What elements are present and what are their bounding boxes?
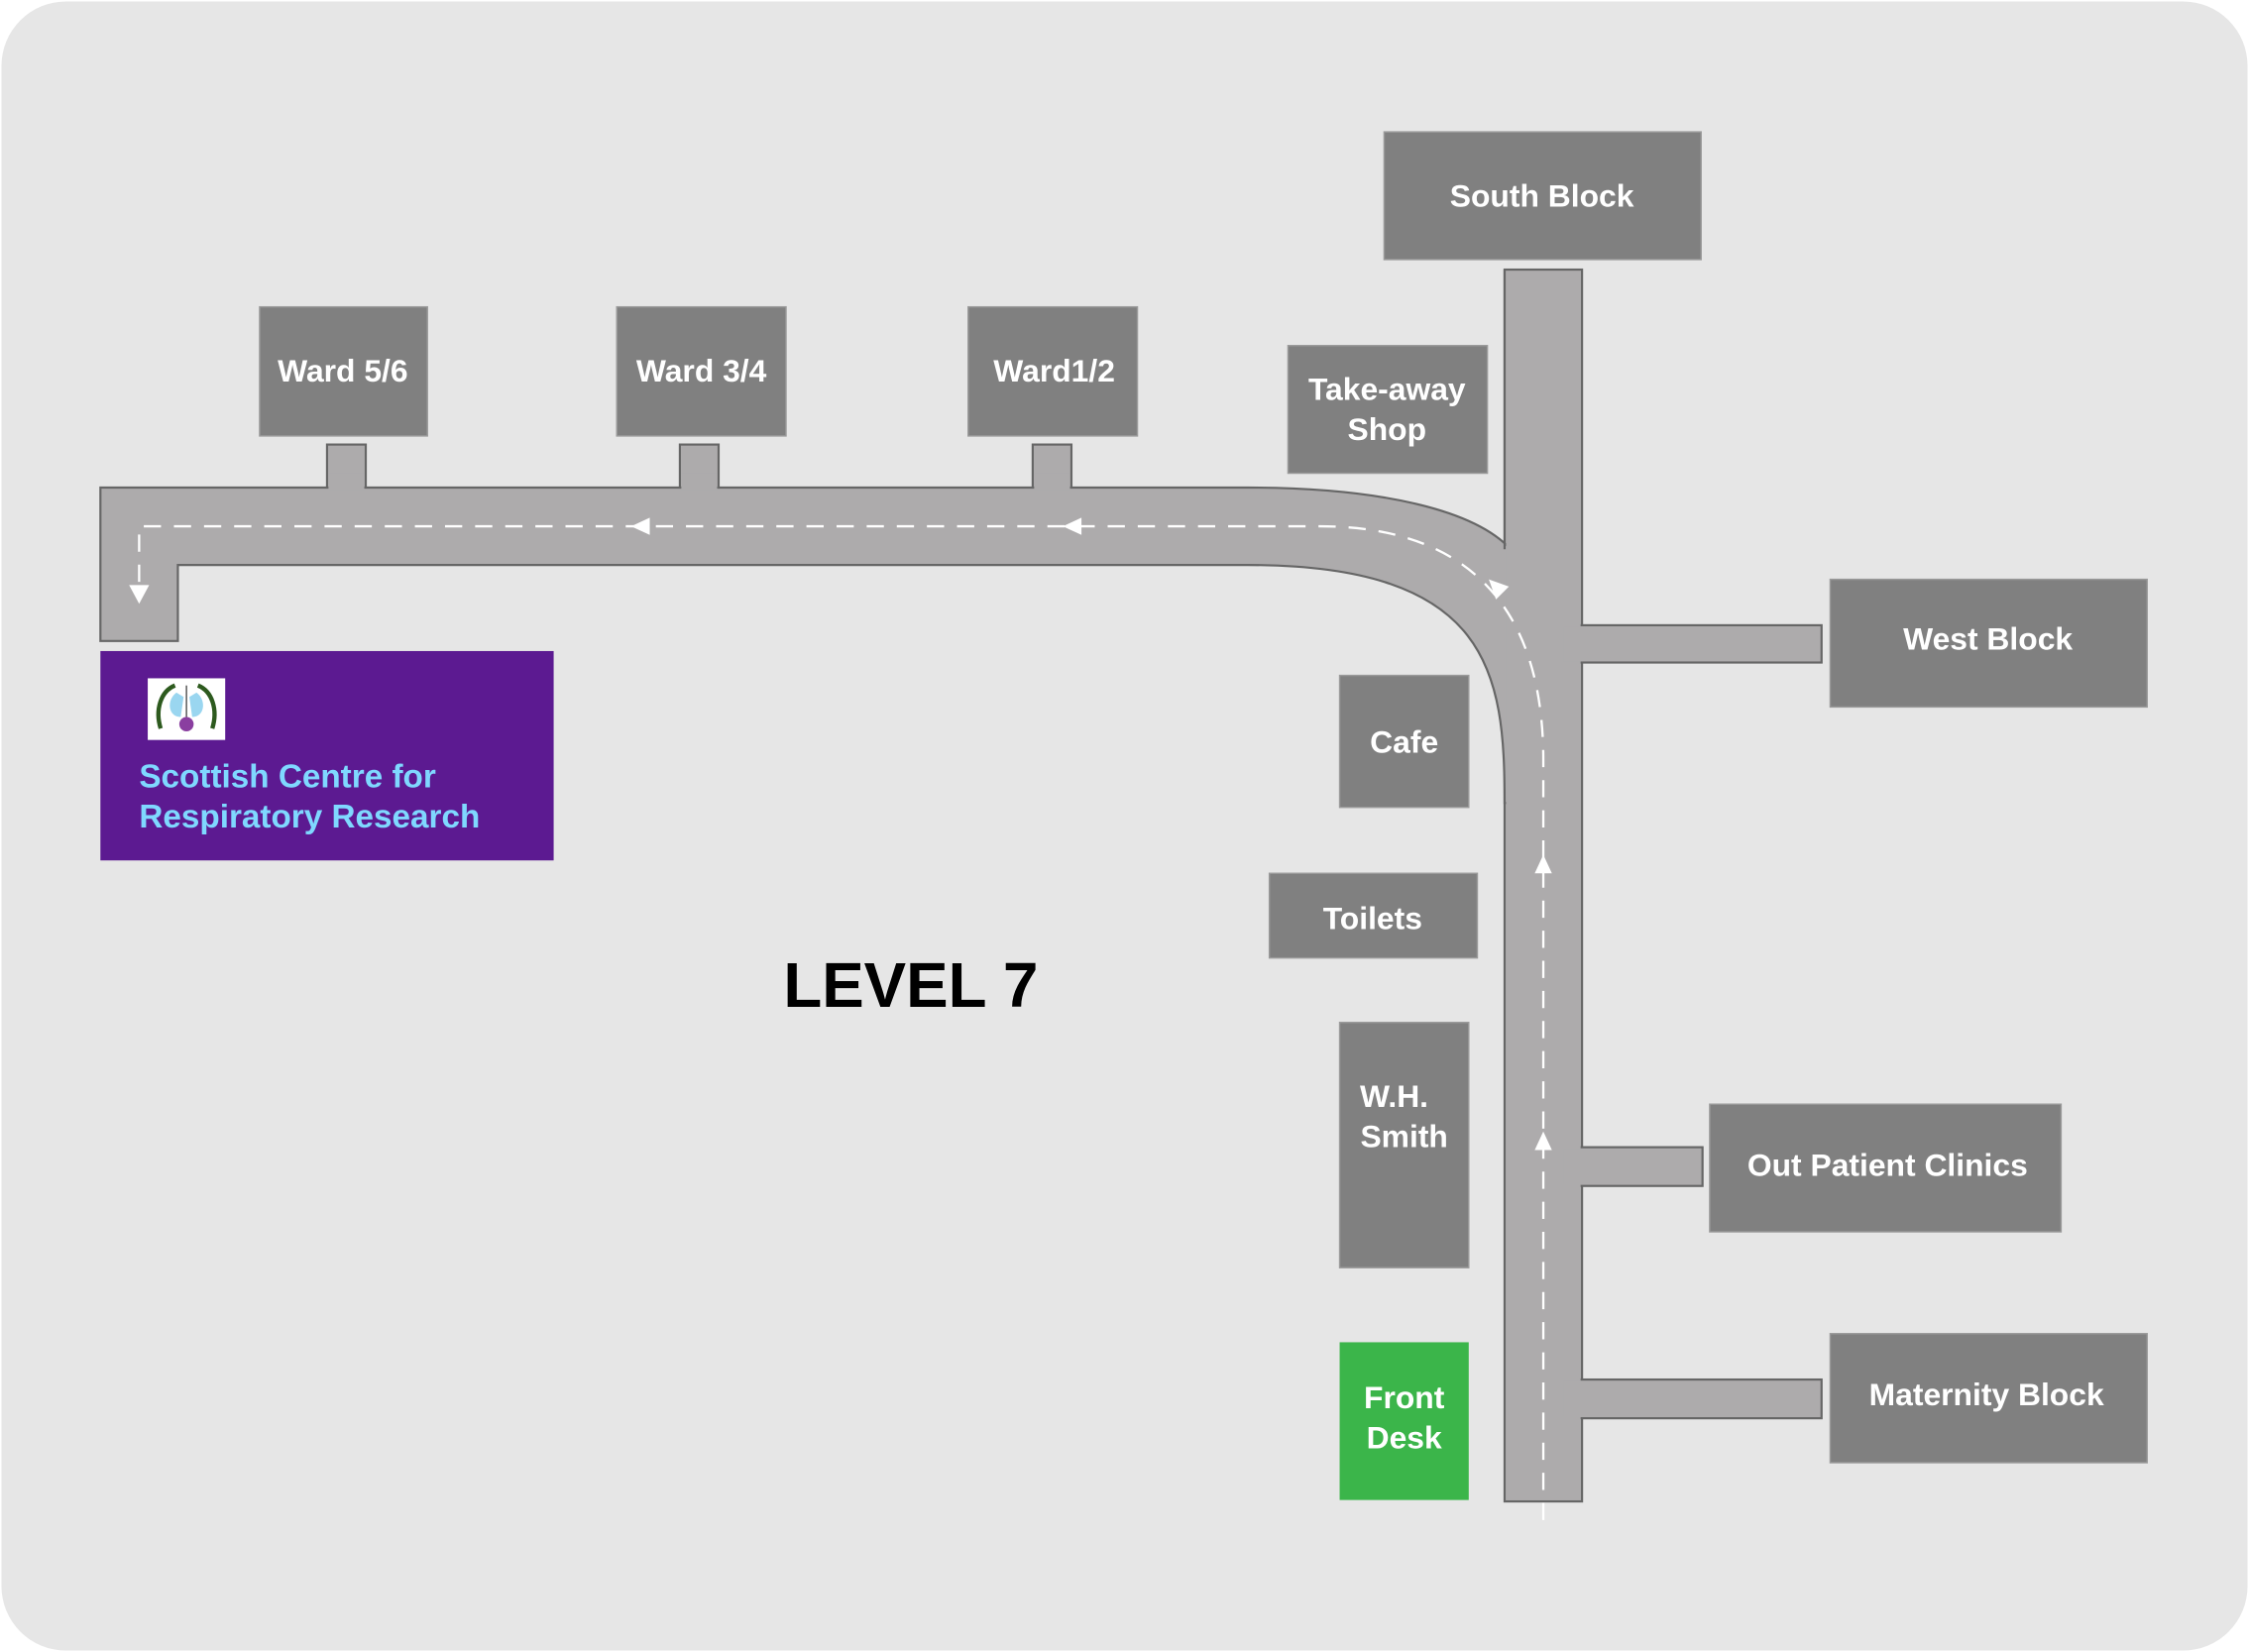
building-west-block[interactable]: West Block (1829, 578, 2148, 709)
building-ward-3-4[interactable]: Ward 3/4 (616, 305, 787, 437)
front-desk-label: Desk (1367, 1420, 1442, 1456)
route-arrow-icon (129, 585, 150, 605)
building-label: Out Patient Clinics (1747, 1148, 2028, 1183)
destination-label: Respiratory Research (139, 799, 480, 835)
building-label: Toilets (1323, 901, 1422, 936)
front-desk[interactable]: Front Desk (1339, 1342, 1469, 1500)
building-toilets[interactable]: Toilets (1268, 872, 1479, 959)
destination-scottish-centre-respiratory-research[interactable]: Scottish Centre for Respiratory Research (100, 650, 554, 861)
route-arrow-icon (1063, 517, 1082, 535)
building-ward-1-2[interactable]: Ward1/2 (967, 305, 1139, 437)
building-label: Take-away (1308, 372, 1466, 407)
building-label: Cafe (1370, 724, 1438, 760)
building-south-block[interactable]: South Block (1383, 131, 1702, 261)
building-label: Maternity Block (1869, 1377, 2104, 1412)
building-label: Smith (1360, 1119, 1447, 1155)
thistle-lungs-logo-icon (148, 678, 226, 740)
building-wh-smith[interactable]: W.H. Smith (1338, 1022, 1470, 1268)
building-out-patient-clinics[interactable]: Out Patient Clinics (1709, 1103, 2063, 1233)
building-label: West Block (1903, 621, 2073, 657)
level-title: LEVEL 7 (783, 950, 1038, 1021)
building-label: South Block (1450, 177, 1634, 213)
building-label: Shop (1348, 411, 1427, 447)
building-ward-5-6[interactable]: Ward 5/6 (259, 305, 428, 437)
building-label: Ward 3/4 (636, 353, 767, 388)
building-takeaway-shop[interactable]: Take-away Shop (1287, 345, 1489, 475)
route-arrow-icon (1489, 579, 1510, 600)
destination-label: Scottish Centre for (139, 758, 435, 795)
route-arrow-icon (1534, 1131, 1552, 1151)
route-arrow-icon (630, 517, 650, 535)
building-maternity-block[interactable]: Maternity Block (1829, 1333, 2148, 1464)
building-label: Ward1/2 (993, 353, 1115, 388)
building-label: W.H. (1360, 1078, 1428, 1114)
building-cafe[interactable]: Cafe (1338, 674, 1470, 809)
building-label: Ward 5/6 (278, 353, 407, 388)
route-arrow-icon (1534, 854, 1552, 874)
front-desk-label: Front (1364, 1379, 1445, 1415)
route-path (129, 517, 1552, 1520)
